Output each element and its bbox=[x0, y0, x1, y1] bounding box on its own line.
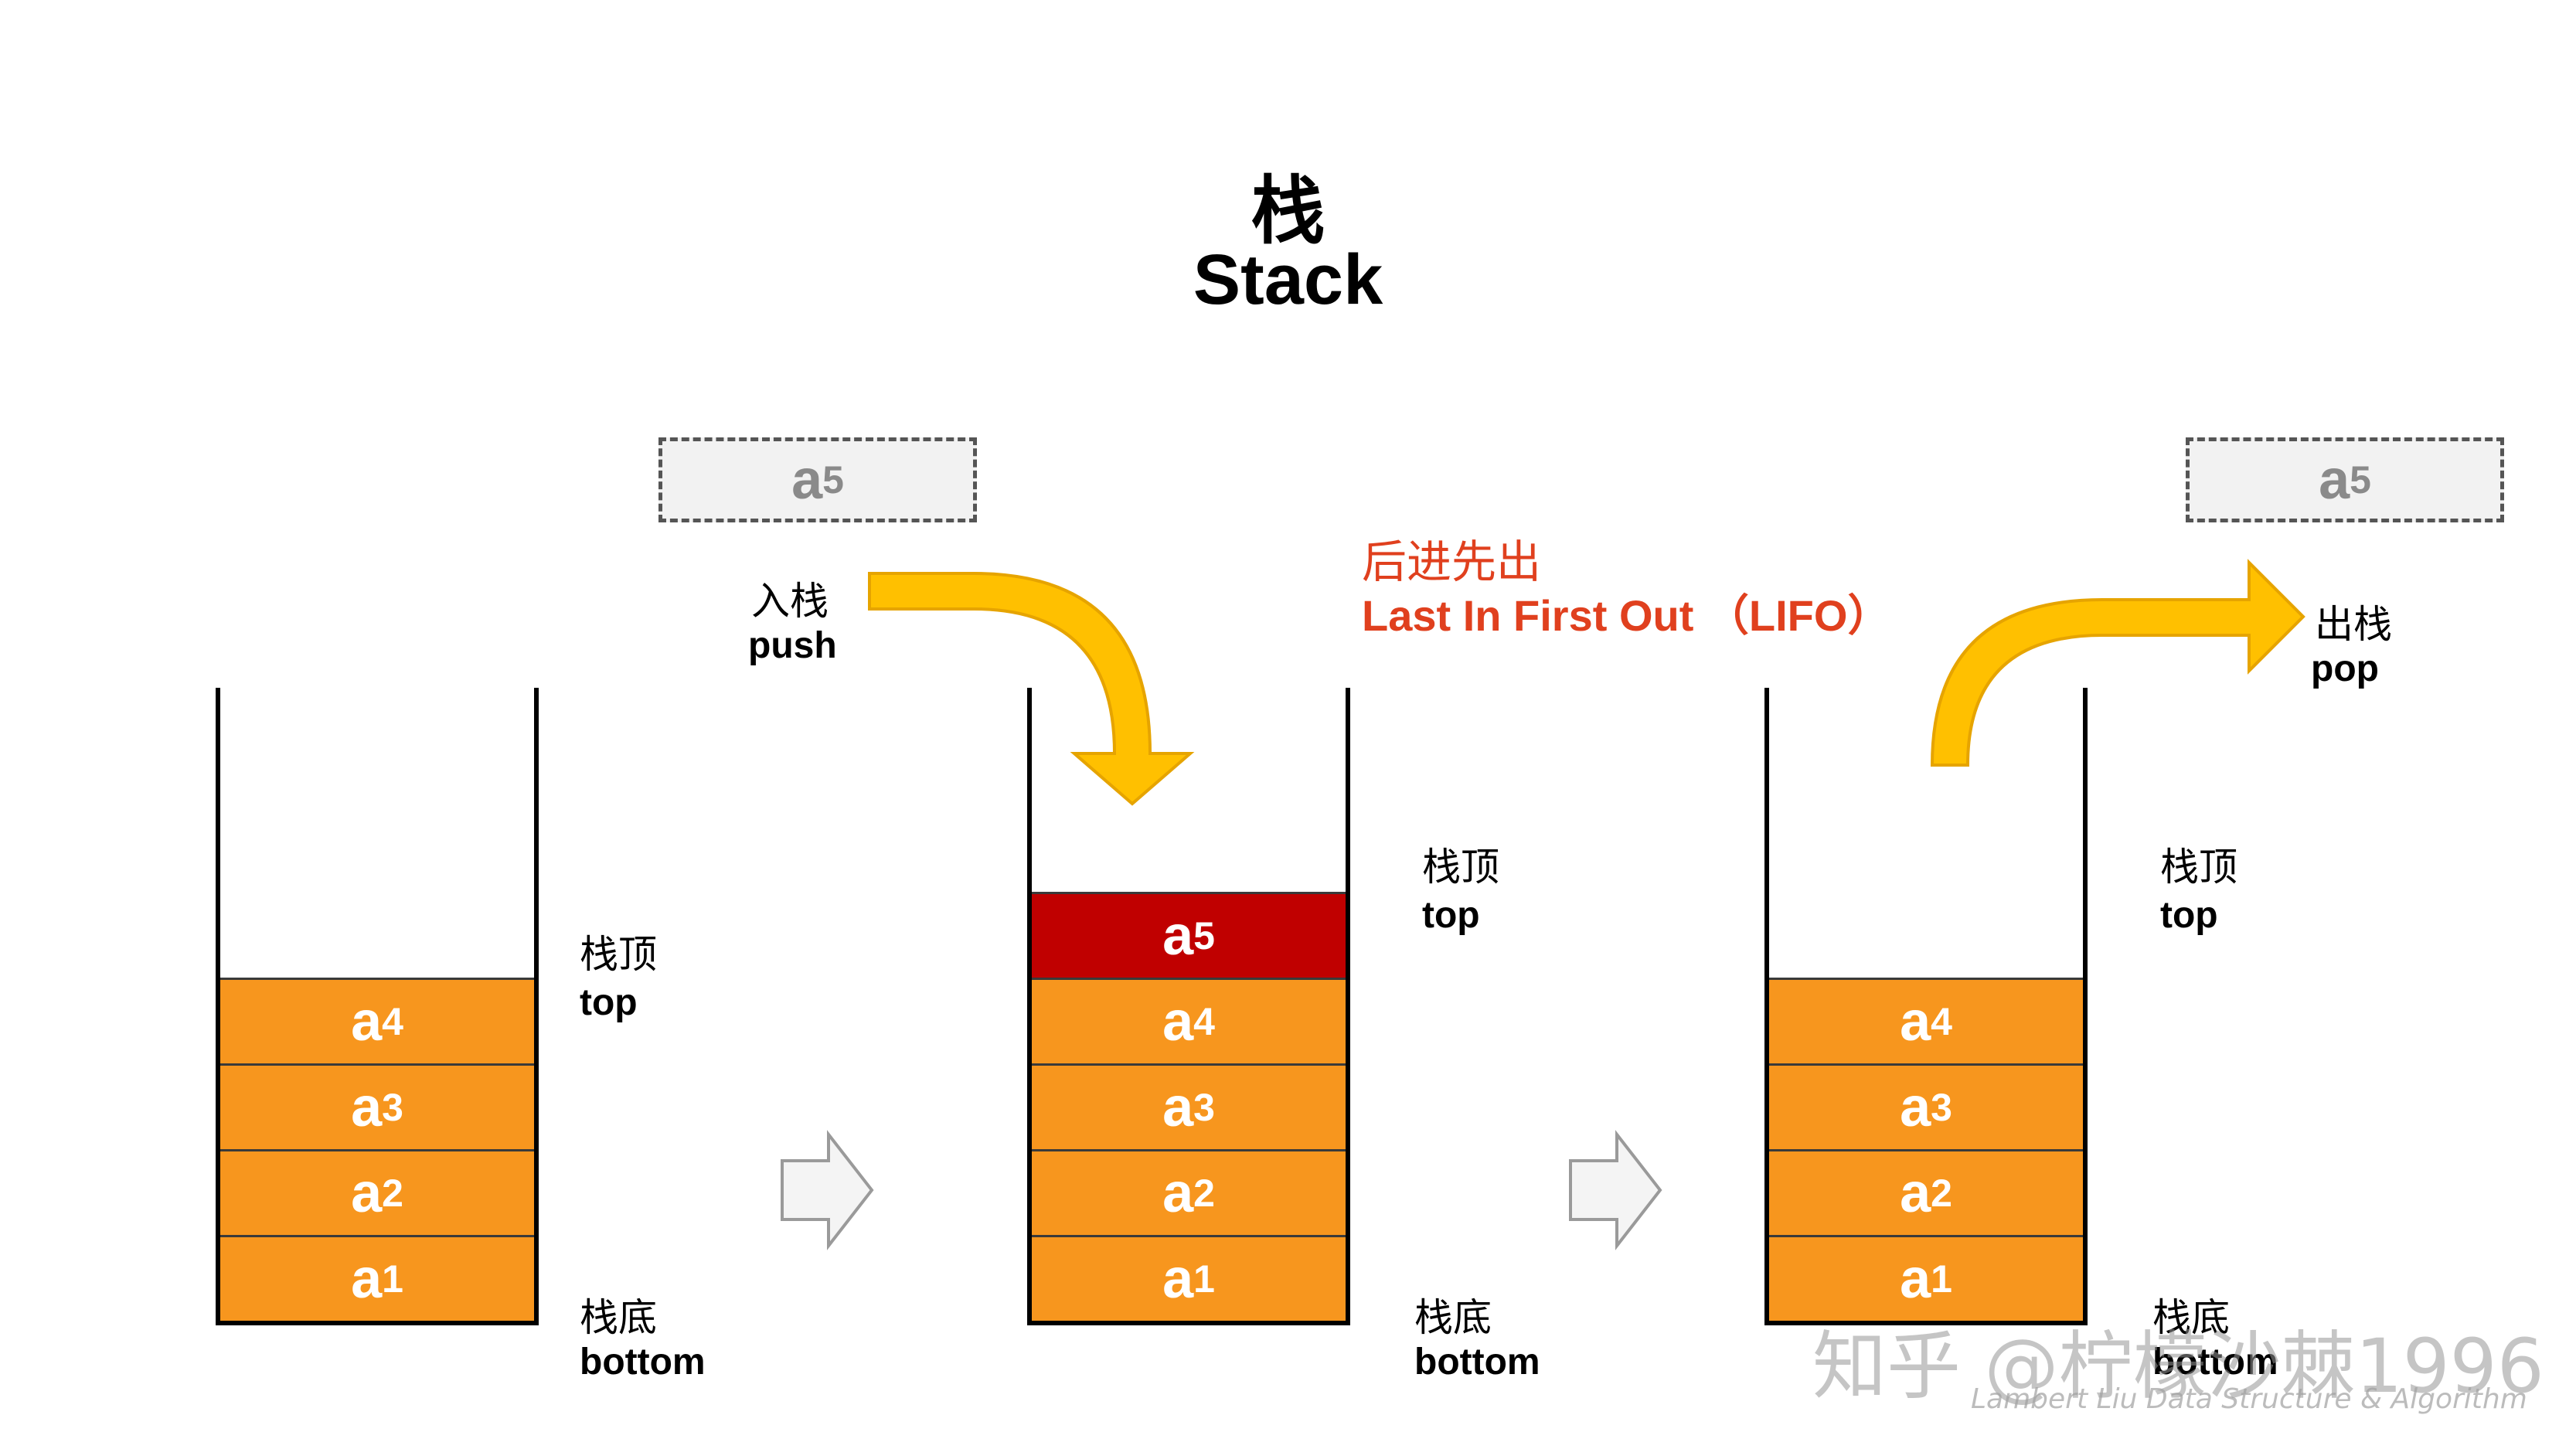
lifo-label: 后进先出 bbox=[1362, 536, 1542, 588]
watermark-subtitle: Lambert Liu Data Structure & Algorithm bbox=[1971, 1383, 2527, 1415]
stack-top-label: 栈顶 bbox=[1422, 845, 1499, 889]
stack-floor bbox=[1027, 1321, 1350, 1325]
title-english: Stack bbox=[1193, 240, 1383, 319]
stack-top-label: 栈顶 bbox=[580, 932, 657, 977]
title-chinese: 栈 bbox=[1251, 168, 1325, 254]
stack-wall-left bbox=[1764, 688, 1769, 1325]
stack-bottom-label-en: bottom bbox=[580, 1342, 706, 1383]
stack-bottom-label-en: bottom bbox=[2152, 1342, 2278, 1383]
lifo-label-en: Last In First Out （LIFO） bbox=[1362, 591, 1891, 640]
push-label-en: push bbox=[748, 625, 837, 666]
stack-top-label-en: top bbox=[1422, 895, 1480, 936]
stack-wall-right bbox=[534, 688, 539, 1325]
stack-top-label-en: top bbox=[580, 982, 638, 1023]
next-step-arrow-icon bbox=[1569, 1130, 1662, 1250]
stack-wall-right bbox=[1346, 688, 1350, 1325]
stack-wall-left bbox=[216, 688, 220, 1325]
next-step-arrow-icon bbox=[781, 1130, 874, 1250]
watermark: 知乎 @柠檬沙棘1996 bbox=[1812, 1323, 2544, 1410]
push-arrow-icon bbox=[868, 572, 1195, 806]
stack-wall-left bbox=[1027, 688, 1032, 1325]
stack-bottom-label-en: bottom bbox=[1414, 1342, 1540, 1383]
stack-bottom-label: 栈底 bbox=[1414, 1295, 1492, 1340]
pop-arrow-icon bbox=[1930, 559, 2305, 767]
stack-top-label: 栈顶 bbox=[2160, 845, 2237, 889]
push-label: 入栈 bbox=[751, 579, 829, 624]
stack-bottom-label: 栈底 bbox=[580, 1295, 657, 1340]
stack-floor bbox=[216, 1321, 539, 1325]
stack-floor bbox=[1764, 1321, 2088, 1325]
stack-bottom-label: 栈底 bbox=[2152, 1295, 2230, 1340]
pop-label: 出栈 bbox=[2315, 602, 2392, 647]
pop-label-en: pop bbox=[2311, 648, 2379, 689]
stack-top-label-en: top bbox=[2160, 895, 2218, 936]
stack-wall-right bbox=[2083, 688, 2088, 1325]
